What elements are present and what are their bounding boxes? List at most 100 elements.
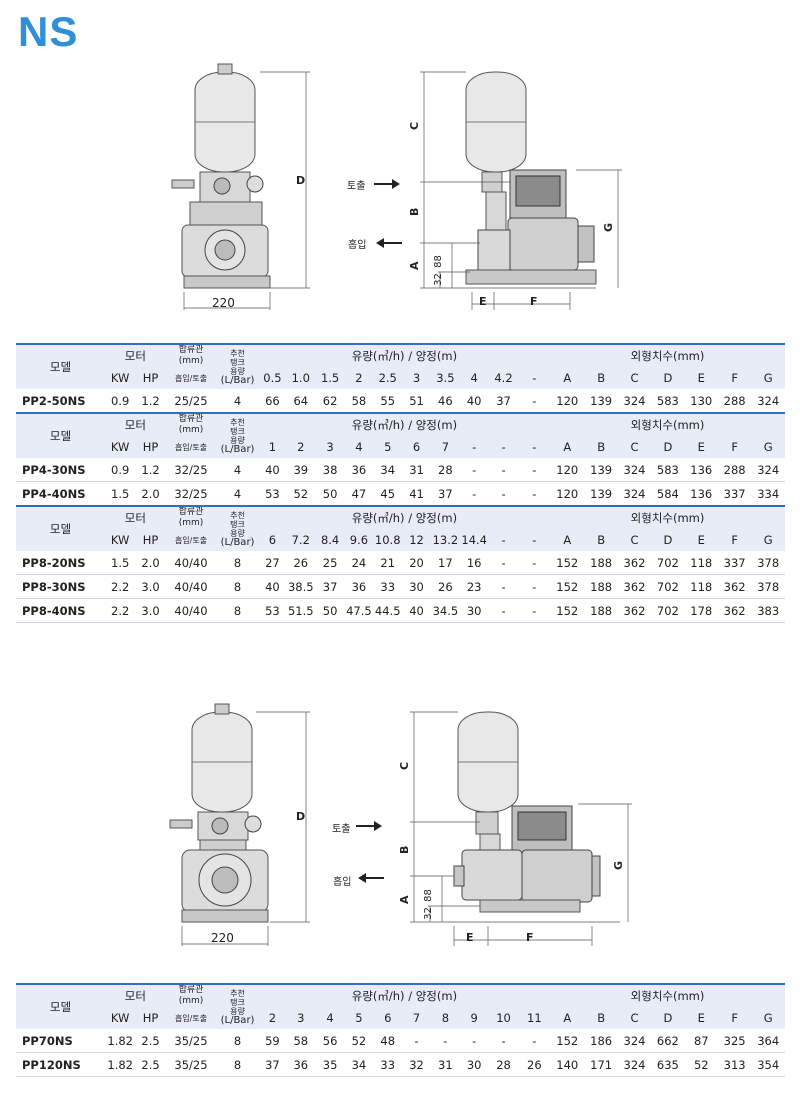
side-view-drawing-2: C B A G E F bbox=[356, 711, 632, 946]
flow-cell: - bbox=[460, 481, 489, 507]
dim-cell: 364 bbox=[751, 1029, 785, 1053]
flow-cell: 59 bbox=[258, 1029, 287, 1053]
flow-cell: 38.5 bbox=[286, 574, 316, 599]
flow-col: 4 bbox=[344, 436, 374, 458]
hp-cell: 1.2 bbox=[135, 458, 166, 482]
flow-col: 1.5 bbox=[315, 367, 345, 389]
flow-cell: 31 bbox=[402, 458, 431, 482]
header-motor: 모터 bbox=[105, 984, 166, 1007]
header-flow: 유량(㎥/h) / 양정(m) bbox=[258, 984, 551, 1007]
dim-cell: 288 bbox=[717, 389, 752, 414]
dim-cell: 120 bbox=[550, 458, 585, 482]
hp-cell: 2.0 bbox=[135, 481, 166, 507]
flow-cell: 51.5 bbox=[286, 598, 316, 623]
hp-cell: 2.5 bbox=[135, 1052, 166, 1077]
dim-col: E bbox=[684, 1007, 718, 1029]
dim-col: A bbox=[550, 1007, 585, 1029]
header-flow: 유량(㎥/h) / 양정(m) bbox=[258, 413, 551, 436]
dim-cell: 337 bbox=[717, 481, 752, 507]
flow-col: 8.4 bbox=[315, 529, 345, 551]
dim-cell: 378 bbox=[751, 551, 785, 575]
flow-col: 2 bbox=[344, 367, 374, 389]
flow-cell: 40 bbox=[258, 574, 287, 599]
dim-cell: 178 bbox=[684, 598, 718, 623]
flow-col: 3 bbox=[402, 367, 431, 389]
flow-col: 2 bbox=[286, 436, 316, 458]
dim-cell: 354 bbox=[751, 1052, 785, 1077]
flow-cell: 26 bbox=[430, 574, 461, 599]
dim-cell: 130 bbox=[684, 389, 718, 414]
dim-d-label: D bbox=[296, 810, 305, 823]
dim-cell: 120 bbox=[550, 481, 585, 507]
dim-cell: 635 bbox=[651, 1052, 685, 1077]
dim-col: D bbox=[651, 529, 685, 551]
dim-col: E bbox=[684, 436, 718, 458]
flow-cell: - bbox=[488, 598, 519, 623]
flow-cell: 50 bbox=[315, 481, 345, 507]
flow-cell: 28 bbox=[488, 1052, 519, 1077]
pipe-cell: 32/25 bbox=[165, 481, 217, 507]
flow-cell: 37 bbox=[258, 1052, 287, 1077]
hp-cell: 1.2 bbox=[135, 389, 166, 414]
side-view-drawing-1: C B A G E F bbox=[374, 71, 622, 310]
header-kw: KW bbox=[105, 1007, 136, 1029]
flow-cell: - bbox=[460, 458, 489, 482]
dim-col: D bbox=[651, 367, 685, 389]
flow-cell: 58 bbox=[344, 389, 374, 414]
inlet-label-2: 흡입 bbox=[333, 877, 352, 888]
tank-cell: 8 bbox=[216, 551, 259, 575]
flow-cell: 34.5 bbox=[430, 598, 461, 623]
flow-cell: 37 bbox=[430, 481, 461, 507]
flow-cell: 47.5 bbox=[344, 598, 374, 623]
flow-cell: - bbox=[518, 458, 551, 482]
flow-col: 9.6 bbox=[344, 529, 374, 551]
pipe-cell: 35/25 bbox=[165, 1029, 217, 1053]
flow-col: 6 bbox=[402, 436, 431, 458]
dim-col: G bbox=[751, 529, 785, 551]
header-hp: HP bbox=[135, 436, 166, 458]
dim-cell: 52 bbox=[684, 1052, 718, 1077]
kw-cell: 2.2 bbox=[105, 598, 136, 623]
flow-col: 12 bbox=[402, 529, 431, 551]
flow-cell: 47 bbox=[344, 481, 374, 507]
dim-cell: 152 bbox=[550, 598, 585, 623]
dim-cell: 325 bbox=[717, 1029, 752, 1053]
flow-cell: 46 bbox=[430, 389, 461, 414]
inlet-label-1: 흡입 bbox=[348, 240, 367, 251]
flow-cell: 21 bbox=[373, 551, 403, 575]
flow-col: 1.0 bbox=[286, 367, 316, 389]
model-cell: PP2-50NS bbox=[16, 389, 106, 414]
dim-col: F bbox=[717, 529, 752, 551]
dim-cell: 584 bbox=[651, 481, 685, 507]
dim-cell: 362 bbox=[617, 598, 652, 623]
flow-col: 13.2 bbox=[430, 529, 461, 551]
dim-col: C bbox=[617, 1007, 652, 1029]
flow-cell: 41 bbox=[402, 481, 431, 507]
kw-cell: 1.82 bbox=[105, 1029, 136, 1053]
tank-cell: 4 bbox=[216, 481, 259, 507]
dim-col: C bbox=[617, 436, 652, 458]
header-pipe-sub: 흡입/토출 bbox=[165, 529, 217, 551]
flow-cell: 28 bbox=[430, 458, 461, 482]
dim-cell: 324 bbox=[617, 1029, 652, 1053]
header-model: 모델 bbox=[16, 413, 106, 458]
dim-cell: 139 bbox=[584, 481, 618, 507]
dim-col: G bbox=[751, 1007, 785, 1029]
kw-cell: 0.9 bbox=[105, 458, 136, 482]
width-label-1: 220 bbox=[212, 296, 235, 310]
flow-cell: 55 bbox=[373, 389, 403, 414]
header-dim: 외형치수(mm) bbox=[550, 984, 785, 1007]
dim-f-label: F bbox=[530, 295, 538, 308]
dim-cell: 702 bbox=[651, 551, 685, 575]
dim-cell: 136 bbox=[684, 481, 718, 507]
dim-col: E bbox=[684, 367, 718, 389]
hp-cell: 3.0 bbox=[135, 574, 166, 599]
dim-cell: 152 bbox=[550, 551, 585, 575]
flow-cell: 39 bbox=[286, 458, 316, 482]
outlet-label-2: 토출 bbox=[332, 824, 351, 835]
flow-col: 3 bbox=[315, 436, 345, 458]
flow-col: 4 bbox=[460, 367, 489, 389]
